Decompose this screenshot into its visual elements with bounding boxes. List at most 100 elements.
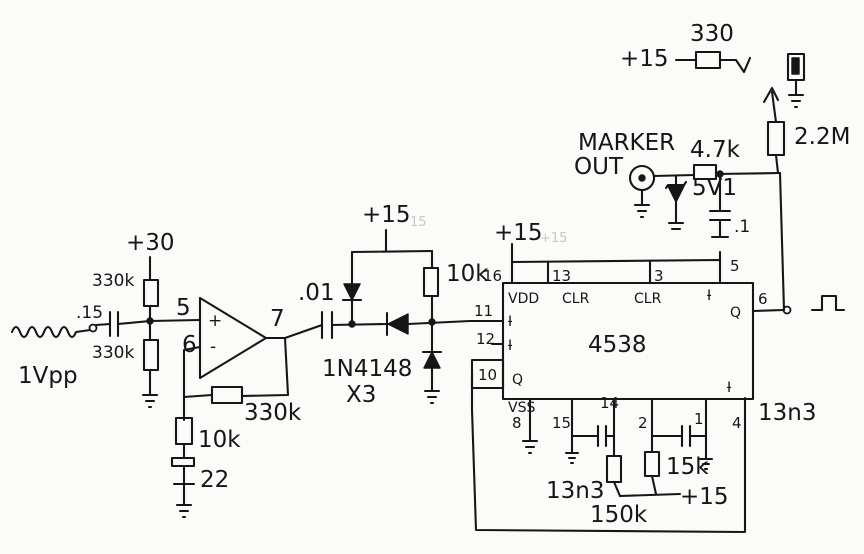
led-resistor (694, 50, 722, 70)
bias-upper-resistor (142, 278, 160, 308)
opamp-triangle (198, 296, 268, 380)
timing-cap-a (596, 424, 608, 448)
input-waveform-symbol (10, 325, 92, 339)
opamp-pin7-label: 7 (270, 306, 285, 332)
marker-arrow-symbol (762, 86, 780, 104)
ic-label-mark-c: Ɨ (727, 380, 732, 396)
bias-supply-label: +30 (126, 230, 175, 256)
marker-series-resistor (692, 163, 718, 181)
opamp-feedback-resistor (210, 385, 244, 405)
opamp-ground-resistor-value: 10k (198, 427, 241, 453)
timing-cap-a-value: 13n3 (546, 478, 604, 504)
timing-ground-b (698, 457, 714, 471)
clamp-supply-faint: 15 (410, 215, 427, 230)
ic-label-mark-a: Ɨ (508, 314, 513, 330)
marker-zener-ground (667, 221, 685, 231)
timing-pin4: 4 (732, 414, 742, 432)
timing-res-b (643, 450, 661, 478)
ic-label-vdd: VDD (508, 291, 539, 307)
timing-ground-a (564, 451, 580, 465)
led-resistor-value: 330 (690, 21, 734, 47)
marker-series-resistor-value: 4.7k (690, 137, 741, 163)
ic-label-mark-b: Ɨ (707, 288, 712, 304)
ic-label-q-inner: Q (512, 372, 523, 388)
clamp-supply-label: +15 (362, 202, 411, 228)
diode-series (385, 311, 409, 337)
marker-led-resistor-value: 2.2M (794, 124, 850, 150)
bias-lower-resistor (142, 338, 160, 372)
diode-count-label: X3 (346, 382, 376, 408)
ic-supply-faint: +15 (540, 231, 567, 246)
ic-pin3: 3 (654, 267, 664, 285)
opamp-pin6-label: 6 (182, 332, 197, 358)
ic-label-q-right: Q (730, 305, 741, 321)
marker-cap-value: .1 (734, 217, 750, 237)
timing-ic-cap-label: 13n3 (758, 400, 816, 426)
led-component-dot (791, 57, 800, 75)
marker-label-line2: OUT (574, 154, 624, 180)
opamp-pin5-label: 5 (176, 295, 191, 321)
led-supply-stage: +15 330 (620, 21, 806, 109)
ic-pin6: 6 (758, 290, 768, 308)
diode-part-label: 1N4148 (322, 356, 412, 382)
ic-body (501, 281, 755, 401)
marker-label-line1: MARKER (578, 130, 675, 156)
timing-supply-label: +15 (680, 484, 729, 510)
marker-bnc-ground (633, 203, 651, 219)
timing-network: 15 14 2 1 4 13n3 13n3 150k (546, 394, 816, 528)
bias-lower-resistor-value: 330k (92, 343, 134, 363)
diode-upper (341, 283, 363, 302)
output-pulse-symbol (810, 294, 846, 312)
input-cap-value: .15 (76, 303, 103, 323)
timing-pin1: 1 (694, 410, 704, 428)
timing-res-a-value: 150k (590, 502, 648, 528)
clamp-pullup-resistor (422, 266, 440, 298)
ic-vss-ground-symbol (521, 439, 539, 455)
ic-4538: 4538 +15 +15 16 13 3 5 VDD CLR CLR Ɨ 11 … (468, 220, 846, 534)
input-stage: 1Vpp .15 +30 330k 330k (10, 230, 202, 409)
ic-label-vss: VSS (508, 400, 535, 416)
ic-label-mark-a2: Ɨ (508, 338, 513, 354)
clamp-pullup-resistor-value: 10k (446, 261, 489, 287)
ic-pin5: 5 (730, 257, 740, 275)
timing-pin14: 14 (600, 394, 619, 412)
ic-pin10: 10 (478, 366, 497, 384)
ic-pin11: 11 (474, 302, 493, 320)
clamp-ground-symbol (423, 389, 441, 405)
led-ground-symbol (787, 93, 805, 109)
opamp-plus-symbol: + (208, 311, 222, 331)
marker-out-stage: MARKER OUT 4.7k 5V1 .1 (574, 86, 850, 312)
timing-res-b-value: 15k (666, 454, 709, 480)
opamp-ground-resistor (174, 416, 194, 446)
ic-label-clr-a: CLR (562, 291, 590, 307)
opamp-ground-capacitor-value: 22 (200, 467, 229, 493)
opamp-ground-capacitor-plate (170, 456, 196, 468)
opamp-minus-symbol: - (210, 337, 216, 357)
ic-name: 4538 (588, 332, 647, 358)
led-supply-label: +15 (620, 46, 669, 72)
marker-zener-diode (664, 180, 688, 203)
diode-lower (421, 350, 443, 369)
coupling-capacitor (320, 310, 334, 340)
clamp-stage: .01 +15 15 10k 1N4 (283, 202, 489, 408)
bias-upper-resistor-value: 330k (92, 271, 134, 291)
timing-pin2: 2 (638, 414, 648, 432)
ic-supply-label: +15 (494, 220, 543, 246)
marker-capacitor (708, 209, 732, 222)
marker-zener-value: 5V1 (692, 175, 737, 201)
ic-pin8: 8 (512, 414, 522, 432)
ic-label-clr-b: CLR (634, 291, 662, 307)
ic-pin16: 16 (483, 267, 502, 285)
timing-pin15: 15 (552, 414, 571, 432)
input-coupling-capacitor (94, 310, 152, 338)
opamp-stage: + - 5 6 7 330k 10k 22 (170, 295, 302, 519)
marker-bnc-inner (638, 174, 646, 182)
timing-res-a (605, 454, 623, 484)
ic-pin13: 13 (552, 267, 571, 285)
input-terminal (88, 323, 98, 333)
timing-cap-b (680, 424, 692, 448)
marker-led-resistor (766, 120, 786, 157)
opamp-ground-symbol (175, 503, 193, 519)
ic-pin12: 12 (476, 330, 495, 348)
